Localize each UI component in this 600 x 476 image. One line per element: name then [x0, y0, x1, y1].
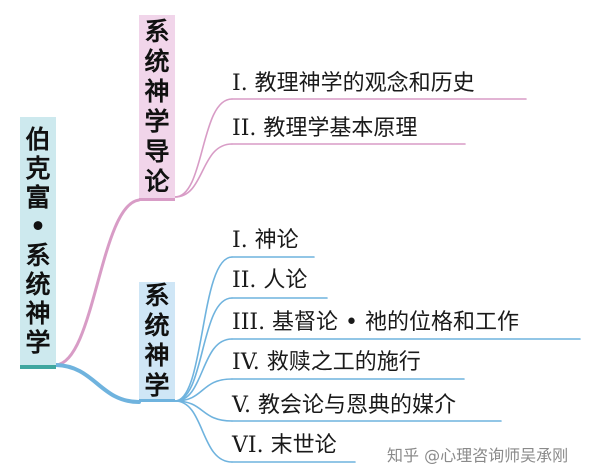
- branch-char: 学: [144, 107, 170, 136]
- connector-intro-leaf: [174, 143, 233, 198]
- branch-char: 统: [144, 47, 170, 76]
- connector-systematic-leaf: [174, 400, 233, 463]
- root-char: 克: [25, 154, 51, 183]
- branch-underline: [139, 399, 175, 402]
- branch-char: 神: [144, 341, 170, 370]
- branch-char: 学: [144, 371, 170, 400]
- leaf-sys-6: VI. 末世论: [232, 433, 337, 458]
- leaf-sys-3: III. 基督论 • 祂的位格和工作: [232, 310, 520, 335]
- branch-underline: [139, 198, 175, 201]
- root-char: •: [30, 212, 46, 241]
- leaf-intro-1: I. 教理神学的观念和历史: [232, 71, 475, 96]
- connector-systematic-leaf: [174, 400, 233, 422]
- root-underline: [20, 365, 56, 369]
- connector-systematic-leaf: [174, 297, 233, 402]
- root-char: 神: [25, 299, 51, 328]
- branch-char: 系: [144, 281, 170, 310]
- connector-root-intro: [54, 198, 141, 367]
- leaf-sys-2: II. 人论: [232, 268, 308, 293]
- leaf-sys-1: I. 神论: [232, 228, 299, 253]
- branch-char: 论: [144, 167, 170, 196]
- leaf-intro-2: II. 教理学基本原理: [232, 116, 418, 141]
- connector-systematic-leaf: [174, 378, 233, 402]
- connector-root-systematic: [54, 363, 141, 404]
- root-char: 伯: [25, 125, 51, 154]
- root-char: 富: [25, 183, 51, 212]
- leaf-sys-4: IV. 救赎之工的施行: [232, 350, 421, 375]
- root-char: 系: [25, 241, 51, 270]
- watermark: 知乎 @心理咨询师吴承刚: [387, 446, 569, 465]
- branch-char: 导: [144, 137, 170, 166]
- connector-systematic-leaf: [174, 338, 233, 402]
- leaf-sys-5: V. 教会论与恩典的媒介: [232, 393, 457, 418]
- branch-char: 统: [144, 311, 170, 340]
- connector-systematic-leaf: [174, 256, 233, 402]
- root-char: 统: [25, 270, 51, 299]
- branch-char: 神: [144, 77, 170, 106]
- root-node: 伯 克 富 • 系 统 神 学: [20, 117, 56, 369]
- branch-char: 系: [144, 17, 170, 46]
- branch-node-intro: 系 统 神 学 导 论: [139, 15, 175, 201]
- connector-intro-leaf: [174, 98, 233, 198]
- branch-node-systematic: 系 统 神 学: [139, 281, 175, 402]
- root-char: 学: [25, 328, 51, 357]
